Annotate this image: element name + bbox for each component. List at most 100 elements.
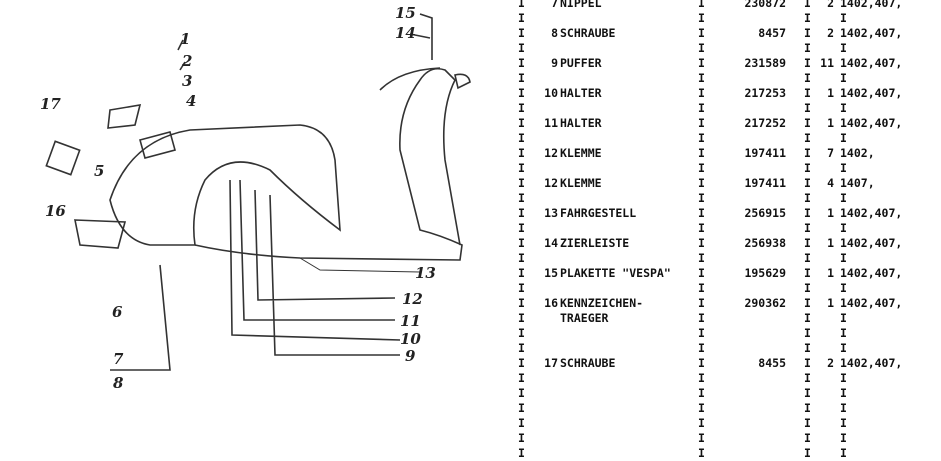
cell-c3: I <box>804 386 811 400</box>
cell-mod: 1402,407, <box>840 296 903 310</box>
cell-c1: I <box>518 401 525 415</box>
cell-c1: I <box>518 416 525 430</box>
cell-mod: I <box>840 251 847 265</box>
cell-pn: 217252 <box>744 116 786 130</box>
cell-no: 9 <box>551 56 558 70</box>
cell-mod: I <box>840 401 847 415</box>
cell-c1: I <box>518 26 525 40</box>
cell-pn: 231589 <box>744 56 786 70</box>
cell-c2: I <box>698 431 705 445</box>
cell-mod: I <box>840 281 847 295</box>
cell-c3: I <box>804 176 811 190</box>
cell-pn: 230872 <box>744 0 786 10</box>
cell-c2: I <box>698 101 705 115</box>
cell-c2: I <box>698 251 705 265</box>
scooter-frame-drawing <box>45 13 471 371</box>
cell-c2: I <box>698 221 705 235</box>
cell-c3: I <box>804 41 811 55</box>
callout-number: 15 <box>395 4 416 22</box>
cell-nm: KLEMME <box>560 146 602 160</box>
cell-pn: 195629 <box>744 266 786 280</box>
callout-number: 3 <box>182 72 193 90</box>
callout-number: 14 <box>395 24 416 42</box>
cell-mod: 1402,407, <box>840 206 903 220</box>
cell-c2: I <box>698 0 705 10</box>
cell-c3: I <box>804 281 811 295</box>
cell-c3: I <box>804 116 811 130</box>
cell-mod: I <box>840 431 847 445</box>
cell-mod: 1402,407, <box>840 26 903 40</box>
cell-c1: I <box>518 386 525 400</box>
cell-c3: I <box>804 371 811 385</box>
cell-c1: I <box>518 11 525 25</box>
cell-pn: 8455 <box>758 356 786 370</box>
cell-c2: I <box>698 41 705 55</box>
cell-c1: I <box>518 0 525 10</box>
cell-c1: I <box>518 251 525 265</box>
cell-no: 16 <box>544 296 558 310</box>
cell-no: 12 <box>544 176 558 190</box>
cell-c1: I <box>518 341 525 355</box>
cell-c1: I <box>518 191 525 205</box>
cell-c2: I <box>698 386 705 400</box>
callout-number: 13 <box>415 264 436 282</box>
callout-number: 17 <box>40 95 61 113</box>
cell-c3: I <box>804 236 811 250</box>
cell-nm: HALTER <box>560 86 602 100</box>
cell-nm: ZIERLEISTE <box>560 236 630 250</box>
cell-pn: 8457 <box>758 26 786 40</box>
cell-mod: 1402, <box>840 146 875 160</box>
cell-c2: I <box>698 116 705 130</box>
cell-mod: 1402,407, <box>840 116 903 130</box>
cell-c2: I <box>698 131 705 145</box>
cell-c1: I <box>518 236 525 250</box>
cell-qty: 2 <box>827 0 834 10</box>
cell-c2: I <box>698 341 705 355</box>
cell-c2: I <box>698 416 705 430</box>
cell-nm: SCHRAUBE <box>560 356 616 370</box>
cell-c2: I <box>698 191 705 205</box>
cell-qty: 1 <box>827 296 834 310</box>
cell-nm: TRAEGER <box>560 311 609 325</box>
cell-no: 11 <box>544 116 558 130</box>
cell-c1: I <box>518 431 525 445</box>
cell-c3: I <box>804 56 811 70</box>
cell-nm: FAHRGESTELL <box>560 206 637 220</box>
cell-qty: 11 <box>820 56 834 70</box>
cell-pn: 217253 <box>744 86 786 100</box>
cell-mod: I <box>840 371 847 385</box>
cell-mod: 1402,407, <box>840 266 903 280</box>
cell-mod: 1402,407, <box>840 356 903 370</box>
cell-mod: 1402,407, <box>840 236 903 250</box>
cell-c1: I <box>518 71 525 85</box>
cell-c3: I <box>804 146 811 160</box>
cell-c2: I <box>698 146 705 160</box>
cell-pn: 197411 <box>744 146 786 160</box>
cell-mod: 1402,407, <box>840 86 903 100</box>
cell-c3: I <box>804 431 811 445</box>
callout-number: 2 <box>182 52 193 70</box>
cell-c1: I <box>518 41 525 55</box>
cell-c2: I <box>698 326 705 340</box>
cell-c3: I <box>804 11 811 25</box>
cell-c3: I <box>804 161 811 175</box>
cell-c3: I <box>804 296 811 310</box>
cell-c1: I <box>518 206 525 220</box>
cell-c1: I <box>518 131 525 145</box>
callout-number: 6 <box>112 303 123 321</box>
cell-qty: 1 <box>827 266 834 280</box>
callout-number: 8 <box>113 374 124 392</box>
